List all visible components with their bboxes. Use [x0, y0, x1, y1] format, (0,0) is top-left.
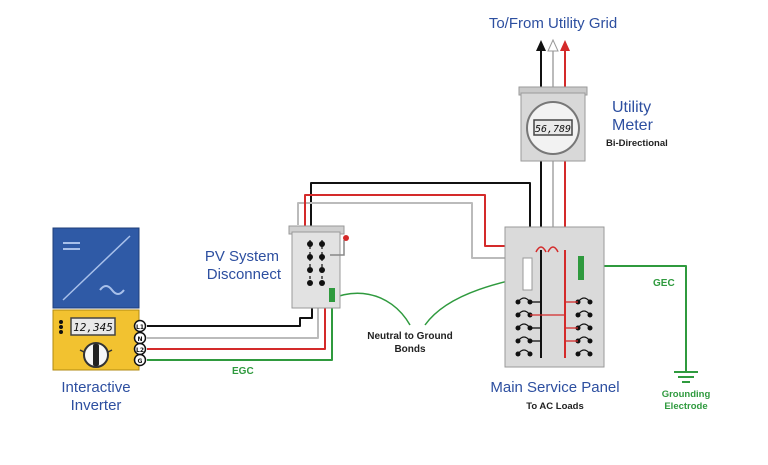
inverter-reading: 12,345 [73, 321, 113, 334]
inv-disc-n [147, 300, 319, 339]
disconnect-ground-bar [329, 288, 335, 302]
gec-label: GEC [653, 278, 675, 289]
interactive-inverter: 12,345 L1 N L2 G [52, 227, 147, 371]
neutral-bar [522, 257, 533, 291]
egc-label: EGC [232, 366, 254, 377]
meter-title-1: Utility [612, 99, 651, 116]
inverter-display [70, 317, 116, 336]
grid-arrows [536, 38, 570, 52]
ground-label-1: Grounding [662, 389, 711, 400]
neutral-label-2: Bonds [394, 344, 426, 355]
disconnect-title-1: PV System [205, 248, 279, 265]
inverter-diagonal [62, 235, 131, 301]
ground-symbol [674, 371, 698, 383]
inv-disc-l1 [147, 300, 313, 327]
inverter-terminals: L1 N L2 G [133, 319, 147, 367]
inv-disc-l2 [147, 300, 326, 350]
neutral-label-1: Neutral to Ground [367, 331, 453, 342]
ground-bar [578, 256, 584, 280]
meter-title-2: Meter [612, 117, 654, 134]
utility-meter: 56,789 [518, 86, 588, 162]
breaker-arcs [517, 297, 591, 355]
disconnect-handle [330, 240, 345, 256]
disc-panel-black [310, 182, 531, 244]
disconnect-title-2: Disconnect [207, 266, 282, 283]
main-service-panel [504, 226, 605, 368]
sine-icon [99, 285, 125, 295]
inv-disc-egc [147, 300, 333, 361]
grid-label: To/From Utility Grid [489, 15, 617, 32]
disc-panel-red [304, 194, 538, 247]
arrow-up-white [547, 38, 559, 52]
terminal-l2: L2 [136, 347, 144, 354]
panel-subtitle: To AC Loads [526, 401, 584, 412]
ground-label-2: Electrode [664, 401, 707, 412]
meter-reading: 56,789 [535, 124, 571, 135]
meter-display [533, 119, 573, 136]
terminal-g: G [138, 358, 143, 365]
terminal-n: N [137, 336, 142, 343]
meter-subtitle: Bi-Directional [606, 138, 668, 149]
arrow-up-red [560, 40, 570, 51]
arrow-up-black [536, 40, 546, 51]
disc-panel-white [297, 202, 520, 259]
pv-disconnect [288, 225, 349, 309]
terminal-l1: L1 [136, 324, 144, 331]
wires [147, 50, 687, 372]
inverter-title-2: Inverter [71, 397, 122, 414]
inverter-title-1: Interactive [61, 379, 130, 396]
handle-knob [343, 235, 349, 241]
panel-title: Main Service Panel [490, 379, 619, 396]
gec-wire [585, 265, 687, 372]
panel-box [504, 226, 605, 368]
